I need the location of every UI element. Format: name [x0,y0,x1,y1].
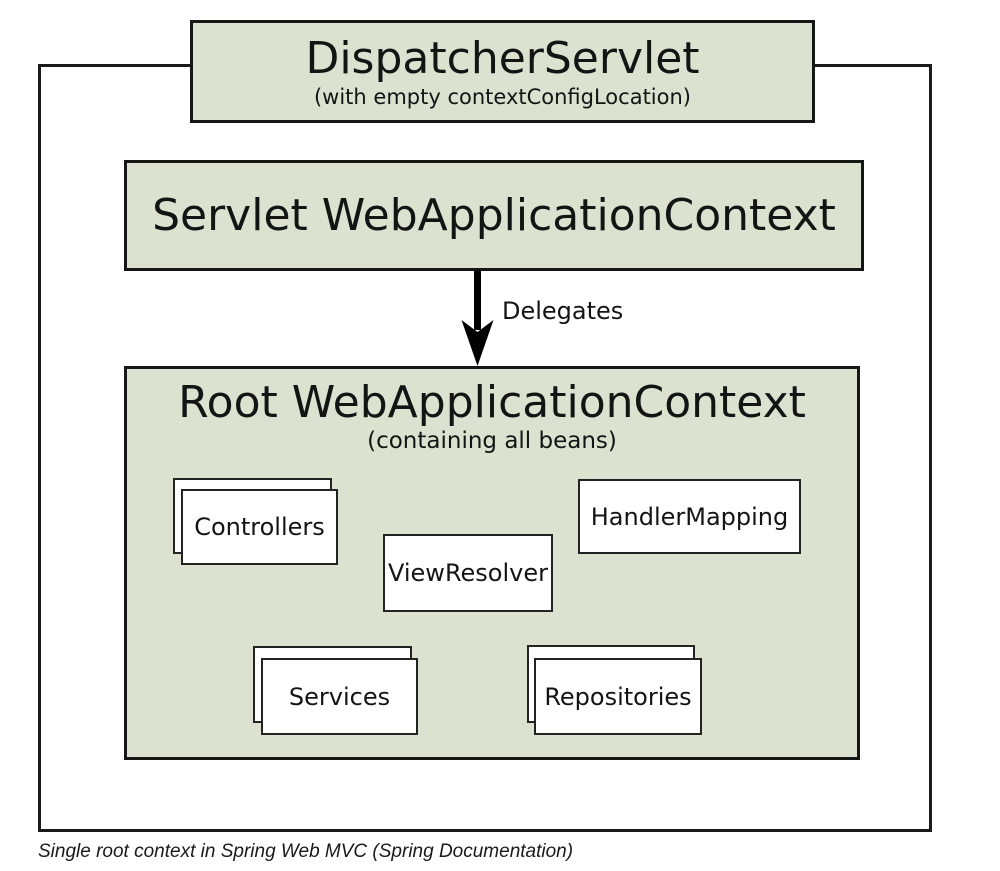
dispatcher-servlet-title: DispatcherServlet [305,32,700,84]
services-front-card: Services [261,658,418,735]
services-box: Services [253,646,419,736]
controllers-front-card: Controllers [181,489,338,565]
handler-mapping-box: HandlerMapping [578,479,801,554]
view-resolver-label: ViewResolver [387,559,548,587]
dispatcher-servlet-subtitle: (with empty contextConfigLocation) [313,84,691,109]
servlet-webapplicationcontext-box: Servlet WebApplicationContext [124,160,864,271]
figure-caption: Single root context in Spring Web MVC (S… [38,841,574,862]
repositories-label: Repositories [544,682,692,711]
services-label: Services [288,682,391,711]
root-webapplicationcontext-title: Root WebApplicationContext [178,377,806,428]
repositories-front-card: Repositories [534,658,702,735]
controllers-box: Controllers [173,478,339,566]
delegates-arrow-icon [461,270,494,366]
delegates-label: Delegates [502,297,624,325]
servlet-webapplicationcontext-title: Servlet WebApplicationContext [152,190,836,241]
repositories-box: Repositories [527,645,702,736]
dispatcher-servlet-box: DispatcherServlet (with empty contextCon… [190,20,815,123]
controllers-label: Controllers [194,513,325,541]
handler-mapping-label: HandlerMapping [590,502,789,531]
root-webapplicationcontext-subtitle: (containing all beans) [367,428,617,454]
view-resolver-box: ViewResolver [383,534,553,612]
